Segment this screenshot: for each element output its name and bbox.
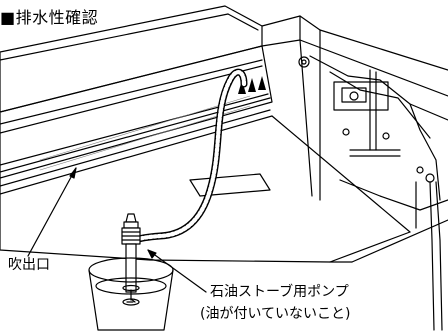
outlet-label: 吹出口 <box>8 257 50 273</box>
air-outlet-panel <box>0 5 273 195</box>
unit-bottom-casing <box>0 115 448 263</box>
water-cup <box>88 257 174 331</box>
direction-arrows <box>238 76 266 94</box>
pump-label: 石油ストーブ用ポンプ <box>210 284 349 300</box>
pump-note: (油が付いていないこと) <box>200 306 351 322</box>
callout-lines <box>27 167 207 293</box>
figure-title: ■排水性確認 <box>0 8 99 27</box>
pump-tube <box>132 68 248 244</box>
stove-pump <box>121 213 141 301</box>
side-frame <box>261 15 448 331</box>
